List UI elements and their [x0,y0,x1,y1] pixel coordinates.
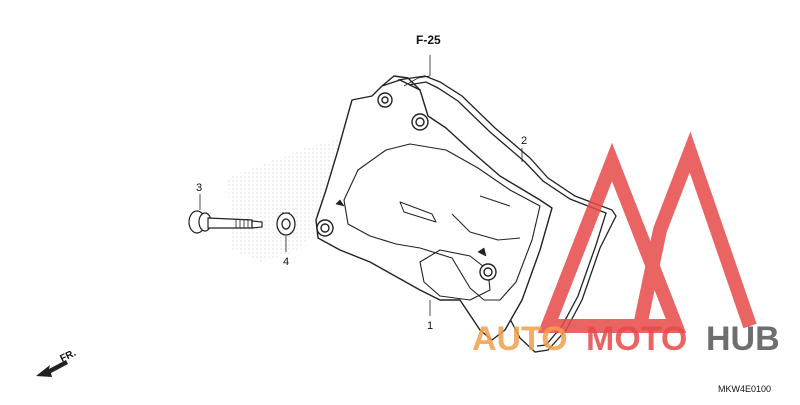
callout-number-3: 3 [196,182,202,194]
bolt-seal-washer [276,212,296,236]
watermark-word-hub: HUB [706,320,780,358]
watermark-word-auto: AUTO [472,320,568,358]
engine-outline-shading [228,138,340,262]
front-direction-arrow-icon [36,360,68,377]
callout-number-1: 1 [427,320,433,332]
reference-label: F-25 [416,33,441,47]
callout-number-4: 4 [283,256,289,268]
cover-bolt [188,210,263,234]
watermark-logo-mark [537,131,757,333]
callout-number-2: 2 [521,135,527,147]
cylinder-head-cover [315,75,553,341]
callout-leaders [199,55,523,316]
front-direction-label: FR. [58,348,77,365]
diagram-code: MKW4E0100 [718,384,771,394]
watermark-word-moto: MOTO [586,320,687,358]
